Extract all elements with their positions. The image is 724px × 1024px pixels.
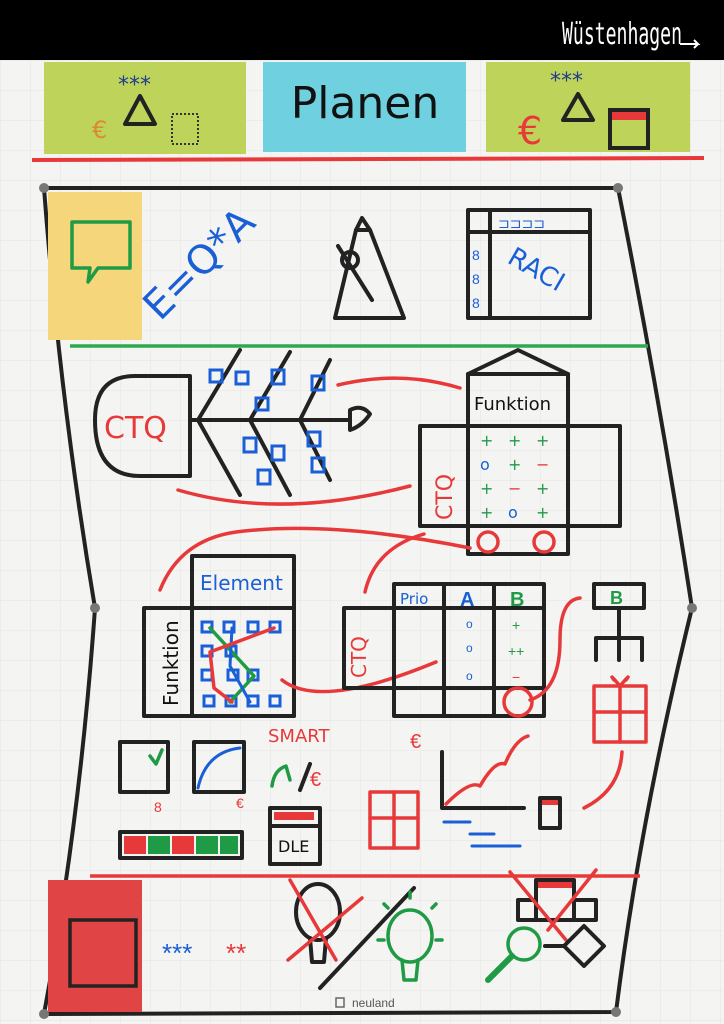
calendar-icon [608,108,650,150]
slash-divider [318,886,416,990]
arrow-gift-to-calendar [582,750,624,810]
svg-text:neuland: neuland [352,996,395,1010]
calendar-dashed-icon [171,113,199,145]
metronome-icon [333,216,406,320]
matrix-cell: + [536,431,549,450]
arrow-to-funktion-element [158,526,472,592]
card-right-stars: *** [550,69,583,94]
svg-text:o: o [466,669,473,683]
page-title: Planen [291,78,440,129]
card-right: *** € [486,62,690,153]
calendar-icon [538,796,562,830]
curve-chart-card: € [192,740,246,811]
col-a-header: A [460,589,474,611]
svg-text:€: € [236,795,244,811]
gift-icon [368,790,420,850]
svg-text:++: ++ [508,643,524,659]
prio-header: Prio [400,590,428,608]
bulb-green-icon [376,890,444,982]
smart-label: SMART [268,726,330,747]
svg-text:o: o [466,641,473,655]
svg-text:−: − [512,669,520,685]
svg-text:8: 8 [154,799,162,815]
brand-logo: Wüstenhagen [562,17,682,52]
card-left-euro: € [92,116,107,144]
svg-text:8: 8 [472,247,480,263]
funktion-label: Funktion [474,394,551,415]
section-tab-yellow [48,192,142,340]
svg-text:DLE: DLE [278,837,309,856]
triangle-icon [561,92,595,122]
svg-text:⊐⊐⊐⊐: ⊐⊐⊐⊐ [498,215,545,231]
dle-calendar: DLE [268,806,322,866]
svg-text:8: 8 [472,271,480,287]
arrow-fish-to-matrix [176,484,412,506]
matrix-cell: + [536,479,549,498]
matrix-cell: + [508,431,521,450]
stars-blue: *** [162,938,192,968]
card-left: *** € [44,62,246,154]
svg-text:€: € [410,731,421,753]
funktion-vertical-label: Funktion [159,620,183,706]
effort-vs-cost: € [270,762,321,792]
square-icon [68,918,138,988]
process-crossed-icon [508,868,606,968]
ctq-label: CTQ [104,411,167,446]
matrix-cell: + [480,503,493,522]
matrix-cell: o [480,455,490,474]
section-tab-red [48,880,142,1012]
brand-arrow-icon [680,39,701,49]
ctq-label: CTQ [347,636,371,678]
funktion-element-matrix: Element Funktion [142,554,296,718]
svg-text:B: B [610,588,623,608]
card-left-stars: *** [118,73,151,98]
arrow-to-ctq-prio [363,532,426,594]
col-b-header: B [510,589,524,611]
ctq-vertical-label: CTQ [433,474,458,520]
magnifier-icon [485,926,542,983]
card-title: Planen [263,62,466,152]
cost-growth-chart: € [410,731,530,848]
matrix-cell: + [536,503,549,522]
element-label: Element [200,571,283,595]
arrow-to-prio-table [280,660,438,694]
house-of-quality: Funktion CTQ +++o+−+−++o+ [418,348,622,556]
ctq-prio-table: CTQ Prio A B o o o + ++ − [342,582,546,718]
tree-b-icon: B [592,582,646,662]
gift-icon [592,675,648,744]
arrow-to-tree [528,596,582,702]
matrix-cell: o [508,503,518,522]
triangle-icon [123,94,157,126]
svg-text:+: + [512,617,520,633]
stars-red: ** [226,938,246,968]
divider-red [31,156,705,162]
matrix-cell: + [480,431,493,450]
header-bar [0,0,724,60]
fishbone-diagram: CTQ [93,348,372,497]
arrow-fish-to-house [336,376,462,390]
neuland-logo: neuland [335,996,395,1010]
card-right-euro: € [518,109,542,153]
matrix-cell: − [508,479,521,498]
status-bar [118,830,244,860]
speech-bubble-icon [70,220,132,284]
matrix-cell: + [480,479,493,498]
svg-text:8: 8 [472,295,480,311]
checkbox-card: 8 [118,740,170,815]
bulb-crossed-icon [286,878,364,964]
matrix-cell: − [536,455,549,474]
matrix-cell: + [508,455,521,474]
svg-text:o: o [466,617,473,631]
svg-text:€: € [310,769,321,791]
